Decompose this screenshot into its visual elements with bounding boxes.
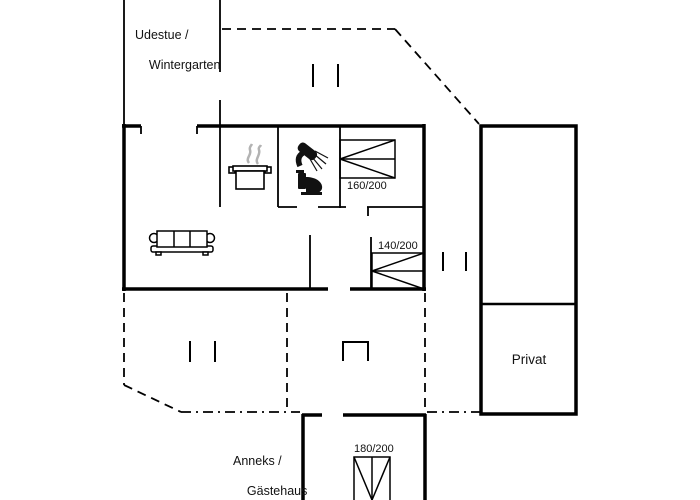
privat-room-label: Privat: [481, 304, 577, 415]
steam-icon: [255, 144, 263, 165]
bed-140-size-label: 140/200: [378, 240, 418, 252]
dashed-boundaries: [123, 28, 480, 413]
privat-building: [479, 124, 578, 416]
udestue-walls: [123, 0, 221, 126]
shower-icon: [295, 142, 329, 172]
cooking-pot-icon: [228, 143, 272, 190]
door-jambs-udestue: [140, 126, 198, 134]
anneks-label-line1: Anneks /: [233, 454, 282, 468]
sofa-icon: [148, 230, 216, 256]
carport-line-diagonal: [394, 28, 480, 125]
bed-140-icon: [371, 252, 425, 290]
bed-160-icon: [339, 139, 396, 179]
privat-walls: [479, 124, 578, 416]
window-markers: [189, 64, 467, 362]
bed-180-icon: [353, 456, 391, 500]
anneks-room-label: Anneks / Gästehaus: [233, 454, 307, 499]
udestue-room-label: Udestue / Wintergarten: [135, 28, 220, 73]
terrace-line-diagonal: [123, 384, 182, 413]
privat-label-text: Privat: [511, 352, 547, 367]
bed-160-size-label: 160/200: [347, 180, 387, 192]
terrace-step-icon: [342, 341, 369, 361]
toilet-icon: [296, 170, 323, 195]
udestue-label-line2: Wintergarten: [148, 58, 221, 72]
steam-icon: [246, 143, 254, 164]
udestue-label-line1: Udestue /: [135, 28, 189, 42]
anneks-walls: [301, 413, 427, 500]
anneks-label-line2: Gästehaus: [246, 484, 308, 498]
bed-180-size-label: 180/200: [354, 443, 394, 455]
